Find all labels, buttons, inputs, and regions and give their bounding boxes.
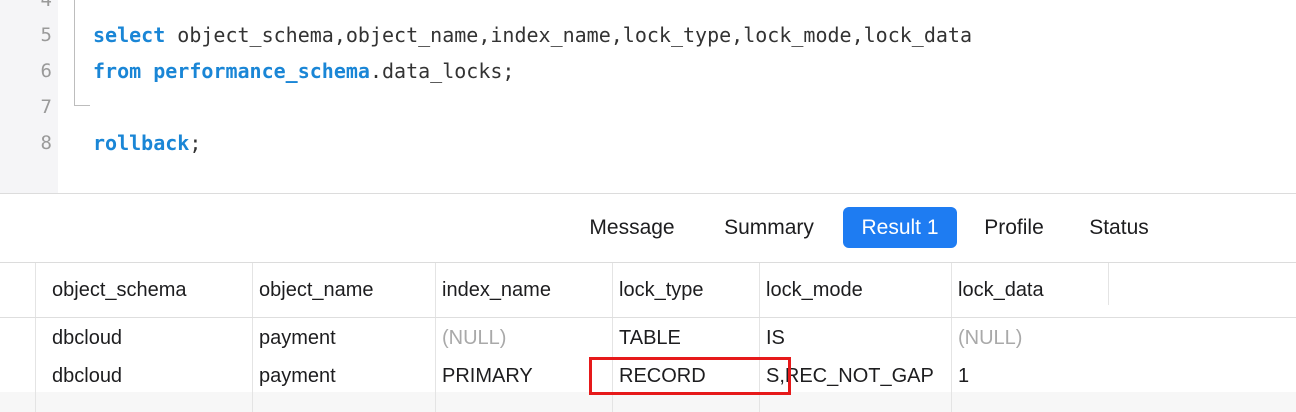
column-header-lock-type[interactable]: lock_type [619, 279, 704, 301]
sql-editor[interactable]: 4 5 6 7 8 select object_schema,object_na… [0, 0, 1296, 194]
table-cell[interactable]: dbcloud [52, 365, 123, 387]
table-cell-highlighted[interactable]: RECORD [619, 365, 706, 387]
line-number: 7 [40, 96, 52, 118]
code-text: ; [189, 131, 202, 155]
column-separator [435, 263, 436, 412]
table-cell[interactable]: TABLE [619, 327, 681, 349]
code-line-rollback[interactable]: rollback; [93, 125, 201, 161]
line-number: 6 [40, 60, 52, 82]
column-header-lock-mode[interactable]: lock_mode [766, 279, 863, 301]
sql-keyword: from [93, 59, 142, 83]
sql-keyword: select [93, 23, 166, 47]
table-cell[interactable]: IS [766, 327, 785, 349]
code-fold-guide [74, 0, 75, 106]
line-number-gutter: 4 5 6 7 8 [0, 0, 58, 194]
row-stripe [0, 392, 1296, 412]
tab-status[interactable]: Status [1089, 216, 1149, 239]
code-text: object_schema,object_name,index_name,loc… [165, 23, 972, 47]
table-cell[interactable]: PRIMARY [442, 365, 533, 387]
column-separator [1108, 263, 1109, 305]
table-cell[interactable]: dbcloud [52, 327, 123, 349]
column-header-object-schema[interactable]: object_schema [52, 279, 187, 301]
table-cell-null[interactable]: (NULL) [958, 327, 1023, 349]
header-divider [0, 317, 1296, 318]
editor-divider [0, 193, 1296, 194]
column-header-index-name[interactable]: index_name [442, 279, 551, 301]
line-number: 4 [40, 0, 52, 11]
tab-message[interactable]: Message [589, 216, 675, 239]
result-grid[interactable]: object_schema object_name index_name loc… [0, 263, 1296, 412]
code-line-select[interactable]: select object_schema,object_name,index_n… [93, 17, 972, 53]
highlight-annotation-box [589, 357, 791, 395]
tab-result-1[interactable]: Result 1 [843, 207, 957, 248]
code-fold-end [74, 105, 90, 106]
tab-profile[interactable]: Profile [984, 216, 1044, 239]
table-cell[interactable]: 1 [958, 365, 970, 387]
table-cell[interactable]: payment [259, 365, 336, 387]
table-cell[interactable]: payment [259, 327, 336, 349]
column-header-object-name[interactable]: object_name [259, 279, 374, 301]
code-line-from[interactable]: from performance_schema.data_locks; [93, 53, 514, 89]
column-separator [35, 263, 36, 412]
column-separator [612, 263, 613, 412]
table-cell[interactable]: S,REC_NOT_GAP [766, 361, 934, 391]
line-number: 8 [40, 132, 52, 154]
code-text: .data_locks; [369, 59, 515, 83]
line-number: 5 [40, 24, 52, 46]
sql-keyword: rollback [93, 131, 190, 155]
column-header-lock-data[interactable]: lock_data [958, 279, 1044, 301]
column-separator [951, 263, 952, 412]
tabs-divider [0, 262, 1296, 263]
column-separator [759, 263, 760, 412]
table-cell-null[interactable]: (NULL) [442, 327, 507, 349]
tab-summary[interactable]: Summary [724, 216, 814, 239]
column-separator [252, 263, 253, 412]
sql-schema-name: performance_schema [153, 59, 370, 83]
